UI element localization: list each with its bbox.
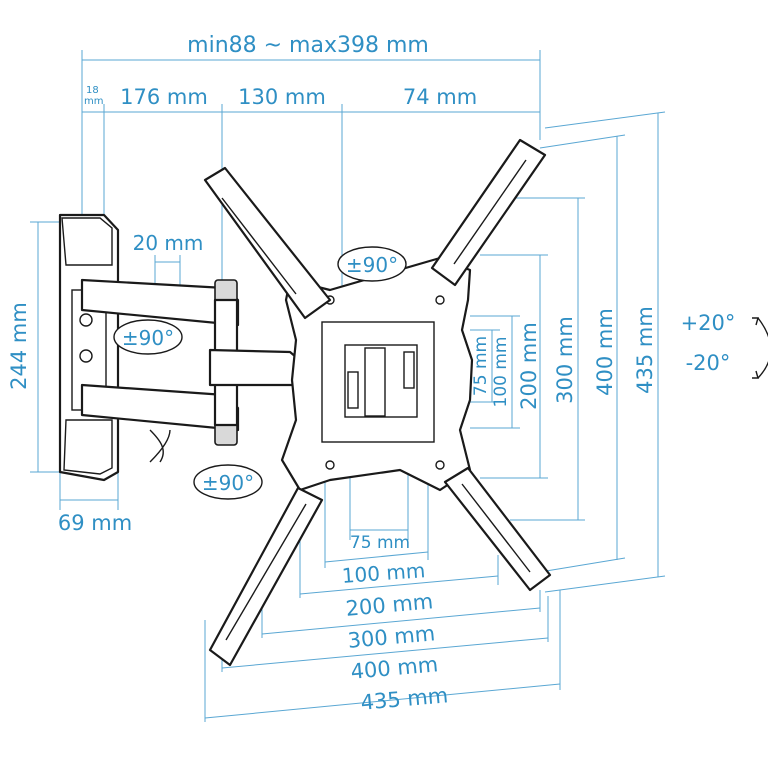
bracket-arm-top-right — [430, 138, 547, 287]
wall-plate-height-label: 244 mm — [7, 302, 31, 390]
vesa-h-300-label: 300 mm — [553, 316, 577, 404]
dimension-labels: min88 ~ max398 mm 18 mm 176 mm 130 mm 74… — [7, 33, 657, 715]
vesa-h-400-label: 400 mm — [593, 308, 617, 396]
swivel-bottom-label: ±90° — [202, 471, 254, 495]
vesa-h-435-label: 435 mm — [633, 306, 657, 394]
dimension-lines — [30, 50, 666, 722]
vesa-v-75-label: 75 mm — [350, 533, 410, 553]
swivel-arm-label: ±90° — [122, 326, 174, 350]
rotation-badges — [113, 246, 768, 500]
vesa-h-200-label: 200 mm — [517, 322, 541, 410]
total-depth-label: min88 ~ max398 mm — [187, 33, 429, 58]
arm-gap-label: 20 mm — [133, 231, 204, 255]
swing-arm — [80, 278, 304, 446]
tilt-up-label: +20° — [681, 311, 736, 335]
vesa-h-75-label: 75 mm — [471, 336, 491, 396]
rotation-labels: ±90° ±90° ±90° +20° -20° — [122, 253, 736, 495]
seg-130-label: 130 mm — [238, 85, 326, 109]
vesa-v-400-label: 400 mm — [350, 652, 439, 684]
wall-plate-width-label: 69 mm — [58, 511, 132, 535]
vesa-v-435-label: 435 mm — [360, 683, 449, 715]
seg-74-label: 74 mm — [403, 85, 477, 109]
vesa-v-200-label: 200 mm — [345, 589, 434, 621]
bracket-arm-top-left — [203, 166, 332, 320]
vesa-v-300-label: 300 mm — [347, 621, 436, 653]
vesa-h-100-label: 100 mm — [491, 337, 511, 408]
tilt-down-label: -20° — [686, 351, 731, 375]
tv-bracket — [203, 138, 552, 667]
seg-18-unit: mm — [84, 96, 103, 107]
swivel-top-label: ±90° — [346, 253, 398, 277]
seg-176-label: 176 mm — [120, 85, 208, 109]
seg-18-label: 18 — [86, 85, 99, 96]
vesa-v-100-label: 100 mm — [341, 558, 426, 588]
